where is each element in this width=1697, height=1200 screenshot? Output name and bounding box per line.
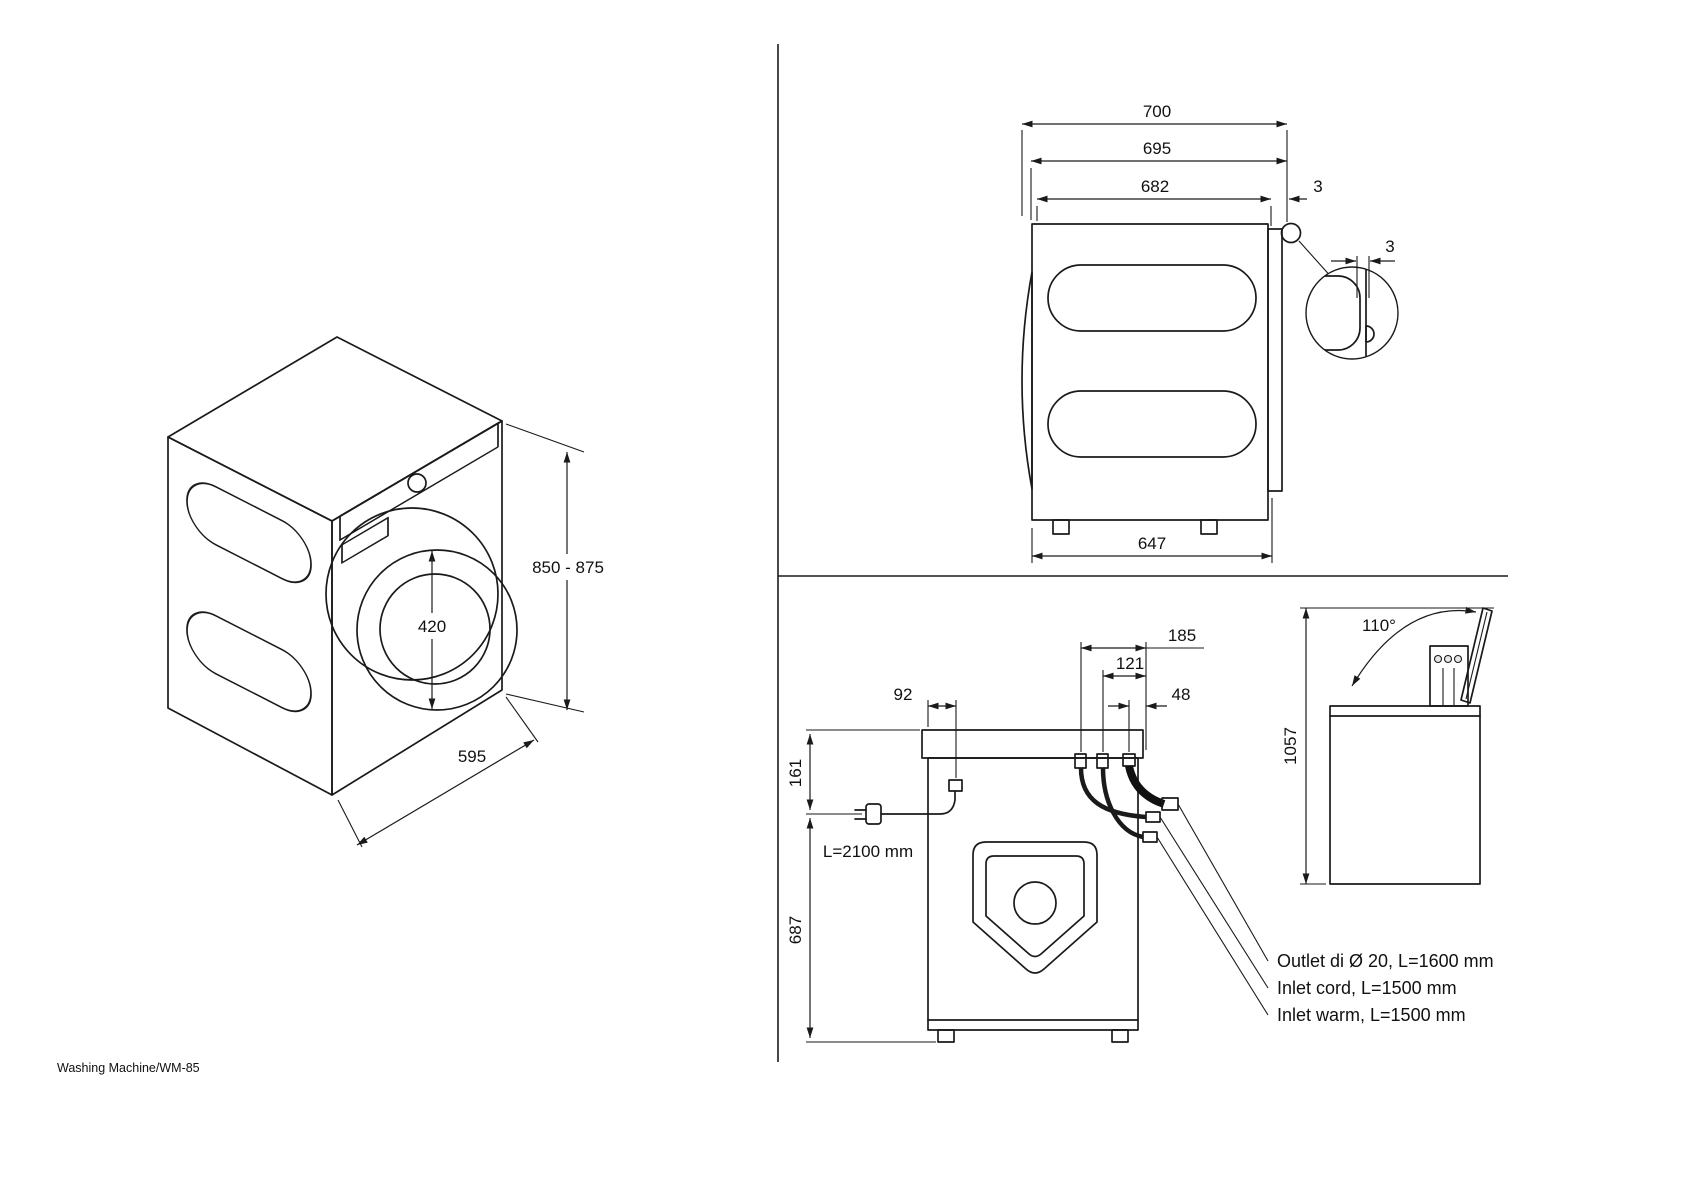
dim-gap-top: 3 [1289, 177, 1323, 203]
dim-depth-mid: 695 [1030, 139, 1287, 220]
dim-hose-b: 121 [1102, 654, 1146, 752]
dim-hose-c: 48 [1108, 685, 1190, 752]
dim-121-text: 121 [1116, 654, 1144, 673]
inlet-port-1 [1074, 753, 1087, 769]
inlet-hose-2 [1100, 767, 1144, 840]
hinge-detail [1280, 222, 1302, 244]
door-front [356, 549, 518, 711]
isometric-view: 420 850 - 875 595 [167, 336, 616, 848]
dim-647-text: 647 [1138, 534, 1166, 553]
dim-687-text: 687 [786, 916, 805, 944]
side-oval-lower [1047, 390, 1257, 458]
outlet-port [1122, 753, 1136, 767]
dim-cord-offset: 92 [894, 685, 957, 778]
side-view: 3 700 695 682 3 647 [1021, 102, 1399, 563]
dim-height: 850 - 875 [505, 423, 616, 713]
dim-top-to-cord: 161 [786, 729, 920, 815]
dim-height-text: 850 - 875 [532, 558, 604, 577]
dim-185-text: 185 [1168, 626, 1196, 645]
dim-700-text: 700 [1143, 102, 1171, 121]
door-bulge [1021, 271, 1033, 490]
detail-view-circle: 3 [1305, 237, 1399, 360]
dim-cord-to-floor: 687 [786, 818, 936, 1043]
outlet-fitting [1161, 797, 1179, 811]
dim-door-diameter: 420 [407, 551, 457, 709]
outlet-hose [1125, 765, 1166, 808]
sump-cover [972, 841, 1098, 974]
open-lid [1460, 607, 1493, 704]
dim-base: 647 [1031, 498, 1273, 563]
rear-body [927, 757, 1139, 1031]
callouts: Outlet di Ø 20, L=1600 mm Inlet cord, L=… [1156, 803, 1494, 1025]
inlet-hose-1 [1078, 767, 1147, 820]
footer-label: Washing Machine/WM-85 [57, 1061, 200, 1075]
plug [865, 803, 882, 825]
dim-depth-total: 700 [1021, 102, 1288, 222]
machine-body-small [1329, 705, 1481, 885]
power-cord [854, 779, 963, 825]
detergent-drawer-front [341, 516, 389, 564]
dim-110-text: 110° [1362, 616, 1396, 635]
side-oval-upper [1047, 264, 1257, 332]
machine-top-face [167, 336, 503, 522]
hoses [1074, 753, 1179, 843]
top-panel [921, 729, 1144, 759]
machine-front-face [331, 420, 503, 796]
dim-92-text: 92 [894, 685, 913, 704]
door [325, 507, 518, 711]
dim-161-text: 161 [786, 759, 805, 787]
section-dividers [777, 44, 1508, 1062]
foot-right [1111, 1029, 1129, 1043]
dim-door-text: 420 [418, 617, 446, 636]
cord-anchor [948, 779, 963, 792]
dim-width-text: 595 [458, 747, 486, 766]
inlet-fitting-2 [1142, 831, 1158, 843]
foot-left [937, 1029, 955, 1043]
cord-length-note: L=2100 mm [823, 842, 913, 861]
knob [407, 473, 427, 493]
callout-inlet-warm: Inlet warm, L=1500 mm [1277, 1005, 1466, 1025]
inlet-port-2 [1096, 753, 1109, 769]
rear-panel [1267, 228, 1283, 492]
dim-width: 595 [337, 696, 539, 848]
dim-695-text: 695 [1143, 139, 1171, 158]
inlet-fitting-1 [1145, 811, 1161, 823]
callout-inlet-cord: Inlet cord, L=1500 mm [1277, 978, 1457, 998]
callout-outlet: Outlet di Ø 20, L=1600 mm [1277, 951, 1494, 971]
rear-view: Outlet di Ø 20, L=1600 mm Inlet cord, L=… [786, 626, 1494, 1043]
dim-682-text: 682 [1141, 177, 1169, 196]
lid-open-view: 1057 110° [1281, 606, 1494, 885]
pump-cap [1013, 881, 1057, 925]
dim-gap-detail-text: 3 [1385, 237, 1394, 256]
dim-depth-body: 682 [1036, 177, 1272, 226]
foot-front [1052, 519, 1070, 535]
dim-48-text: 48 [1172, 685, 1191, 704]
foot-rear [1200, 519, 1218, 535]
door-rim [325, 507, 499, 681]
dim-3-text: 3 [1313, 177, 1322, 196]
detail-leader [1298, 240, 1334, 280]
dim-hose-a: 185 [1080, 626, 1204, 752]
control-panel [339, 421, 499, 564]
left-panel-ovals [186, 482, 312, 713]
dim-1057-text: 1057 [1281, 727, 1300, 765]
dim-height-open: 1057 [1281, 607, 1494, 885]
dim-angle: 110° [1351, 606, 1477, 687]
